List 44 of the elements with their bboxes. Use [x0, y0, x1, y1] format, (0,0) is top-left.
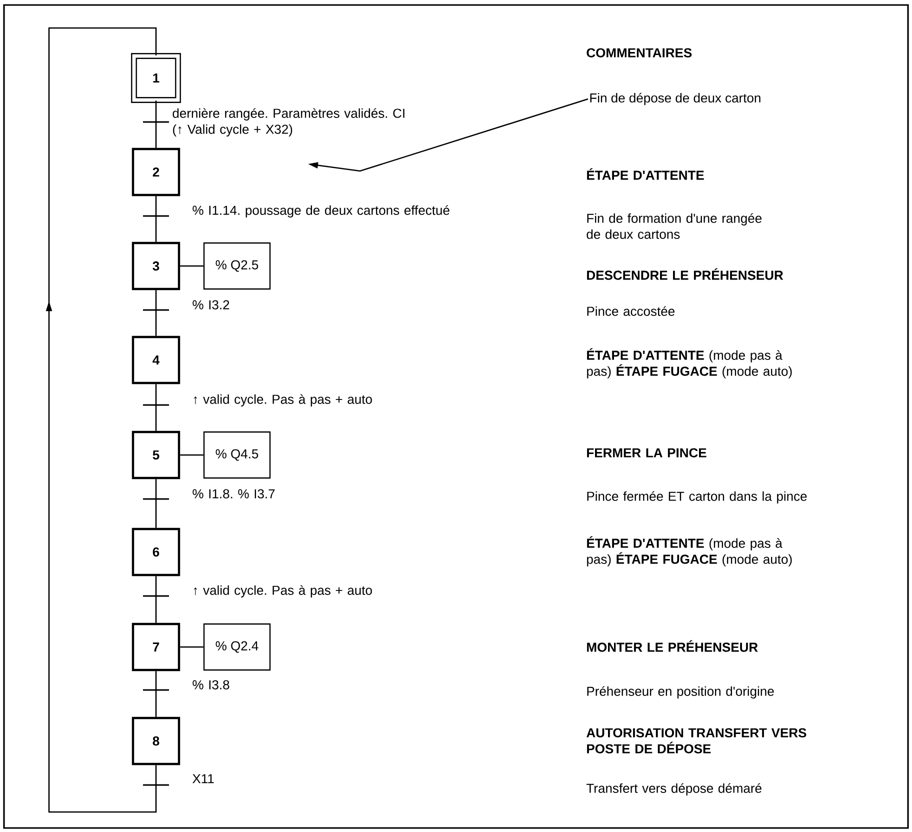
transition-condition: % I1.8. % I3.7	[192, 489, 275, 498]
comment-text: ÉTAPE D'ATTENTE (mode pas à pas) ÉTAPE FUGACE (mode auto)	[587, 536, 792, 566]
comment-heading: AUTORISATION TRANSFERT VERS POSTE DE DÉPOSE	[586, 728, 806, 754]
transition-condition: ↑ valid cycle. Pas à pas + auto	[194, 585, 372, 598]
transition-condition: dernière rangée. Paramètres validés. CI (↑ Valid cycle + X32)	[172, 108, 404, 136]
comment-text: Préhenseur en position d'origine	[587, 686, 774, 698]
transition-condition: ↑ valid cycle. Pas à pas + auto	[194, 394, 372, 406]
loop-back-arrow	[46, 27, 157, 813]
comment-heading: ÉTAPE D'ATTENTE	[587, 168, 704, 180]
connector-line	[155, 196, 157, 242]
transition-condition: X11	[192, 774, 214, 784]
comment-heading: MONTER LE PRÉHENSEUR	[587, 640, 758, 652]
connector-line	[180, 646, 204, 648]
comment-heading: COMMENTAIRES	[586, 48, 692, 58]
step-box: 7	[132, 622, 180, 672]
comment-text: Transfert vers dépose démaré	[586, 783, 762, 796]
connector-line	[155, 479, 157, 528]
step-box: 8	[132, 716, 180, 766]
connector-line	[180, 265, 204, 267]
initial-step-box: 1	[131, 53, 181, 103]
comment-text: Pince fermée ET carton dans la pince	[587, 491, 807, 504]
connector-line	[155, 100, 157, 148]
comment-heading: FERMER LA PINCE	[587, 448, 706, 458]
step-box: 6	[132, 528, 180, 576]
transition-condition: % I1.14. poussage de deux cartons effectué	[192, 205, 450, 218]
comment-text: Fin de dépose de deux carton	[590, 92, 760, 106]
transition-condition: % I3.8	[192, 680, 230, 690]
action-box: % Q4.5	[203, 431, 271, 479]
step-box: 4	[132, 336, 180, 384]
action-box: % Q2.4	[203, 623, 271, 671]
connector-line	[155, 384, 157, 431]
connector-line	[155, 671, 157, 717]
connector-line	[180, 454, 204, 456]
comment-text: Fin de formation d'une rangée de deux cartons	[586, 213, 762, 239]
connector-line	[155, 290, 157, 336]
action-box: % Q2.5	[203, 242, 271, 290]
step-box: 3	[132, 242, 180, 290]
step-box: 2	[132, 148, 180, 196]
comment-heading: DESCENDRE LE PRÉHENSEUR	[587, 268, 784, 280]
comment-text: ÉTAPE D'ATTENTE (mode pas à pas) ÉTAPE FUGACE (mode auto)	[587, 348, 792, 378]
comment-text: Pince accostée	[587, 306, 674, 316]
connector-line	[155, 576, 157, 623]
step-box: 5	[132, 430, 180, 480]
transition-condition: % I3.2	[192, 300, 230, 310]
